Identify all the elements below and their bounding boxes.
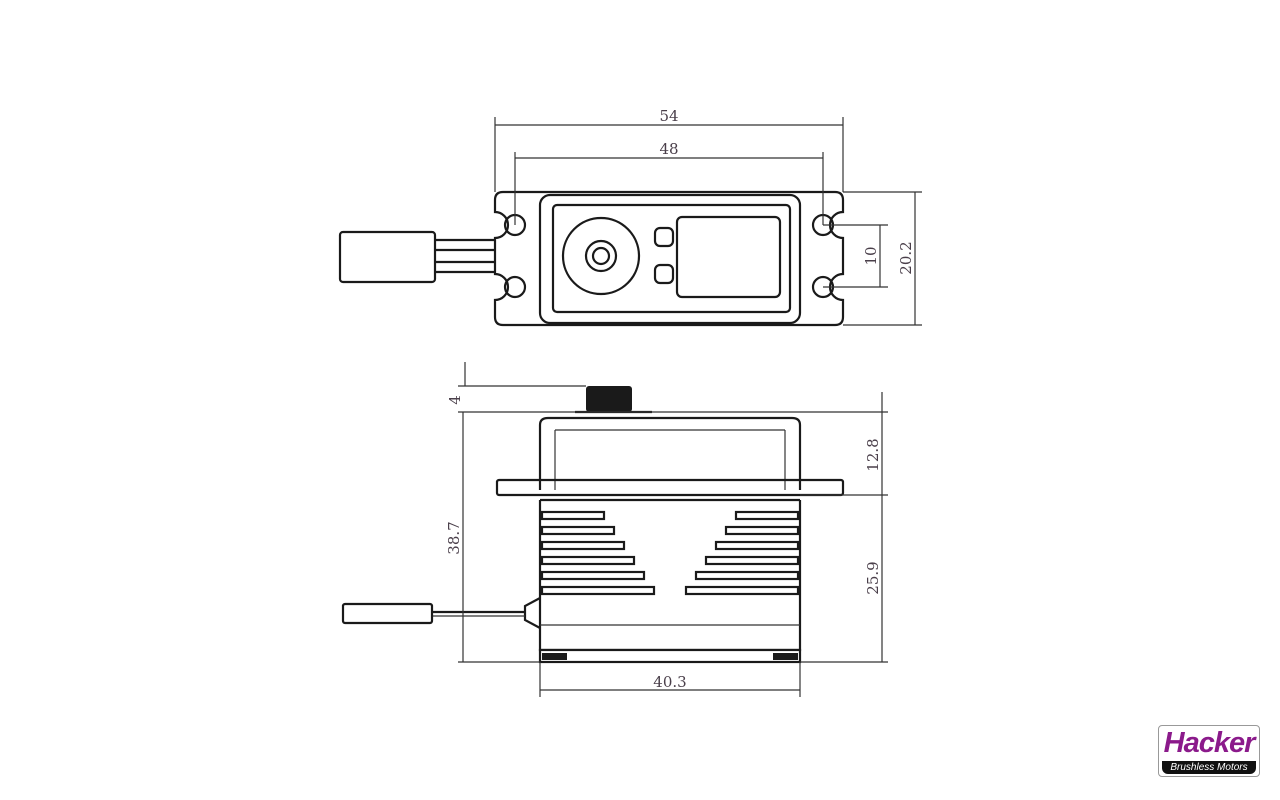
dim-total-height: 38.7 (445, 521, 463, 554)
mounting-flange-outline (493, 190, 845, 327)
dim-lower-height: 25.9 (864, 561, 882, 594)
cooling-fins-left (540, 510, 656, 596)
foot-left (542, 653, 567, 660)
servo-top-view: 54 48 10 20.2 (338, 107, 922, 327)
cable-grommet (523, 597, 541, 629)
servo-side-view: 4 38.7 12.8 25.9 40.3 (341, 362, 888, 697)
lower-case (538, 500, 802, 652)
output-shaft-boss (561, 216, 641, 296)
output-shaft-center (591, 246, 611, 266)
servo-case-top (538, 193, 802, 325)
servo-wires-top (435, 238, 495, 274)
logo-tagline: Brushless Motors (1162, 761, 1256, 774)
bottom-plate (538, 648, 802, 664)
dimension-lines-side (458, 362, 888, 697)
screw-cap-upper (653, 226, 675, 248)
label-area (675, 215, 782, 299)
output-shaft-spline (584, 239, 618, 273)
foot-right (773, 653, 798, 660)
case-inner-frame (551, 203, 792, 314)
hacker-logo: Hacker Brushless Motors (1158, 725, 1260, 777)
upper-case (538, 416, 802, 490)
screw-cap-lower (653, 263, 675, 285)
dimension-lines-top (494, 117, 922, 326)
cooling-fins-right (684, 510, 800, 596)
dim-width: 20.2 (897, 241, 915, 274)
logo-brand: Hacker (1163, 727, 1256, 759)
output-horn-spline (586, 386, 632, 412)
dim-horn-height: 4 (446, 395, 464, 405)
dim-upper-height: 12.8 (864, 438, 882, 471)
servo-connector-top (338, 230, 437, 284)
servo-connector-side (341, 602, 434, 625)
dim-hole-spacing: 48 (659, 140, 678, 158)
side-mounting-flange (495, 478, 845, 497)
dim-hole-vertical: 10 (862, 246, 880, 265)
dim-overall-length: 54 (659, 107, 678, 125)
dim-body-length: 40.3 (653, 673, 686, 691)
